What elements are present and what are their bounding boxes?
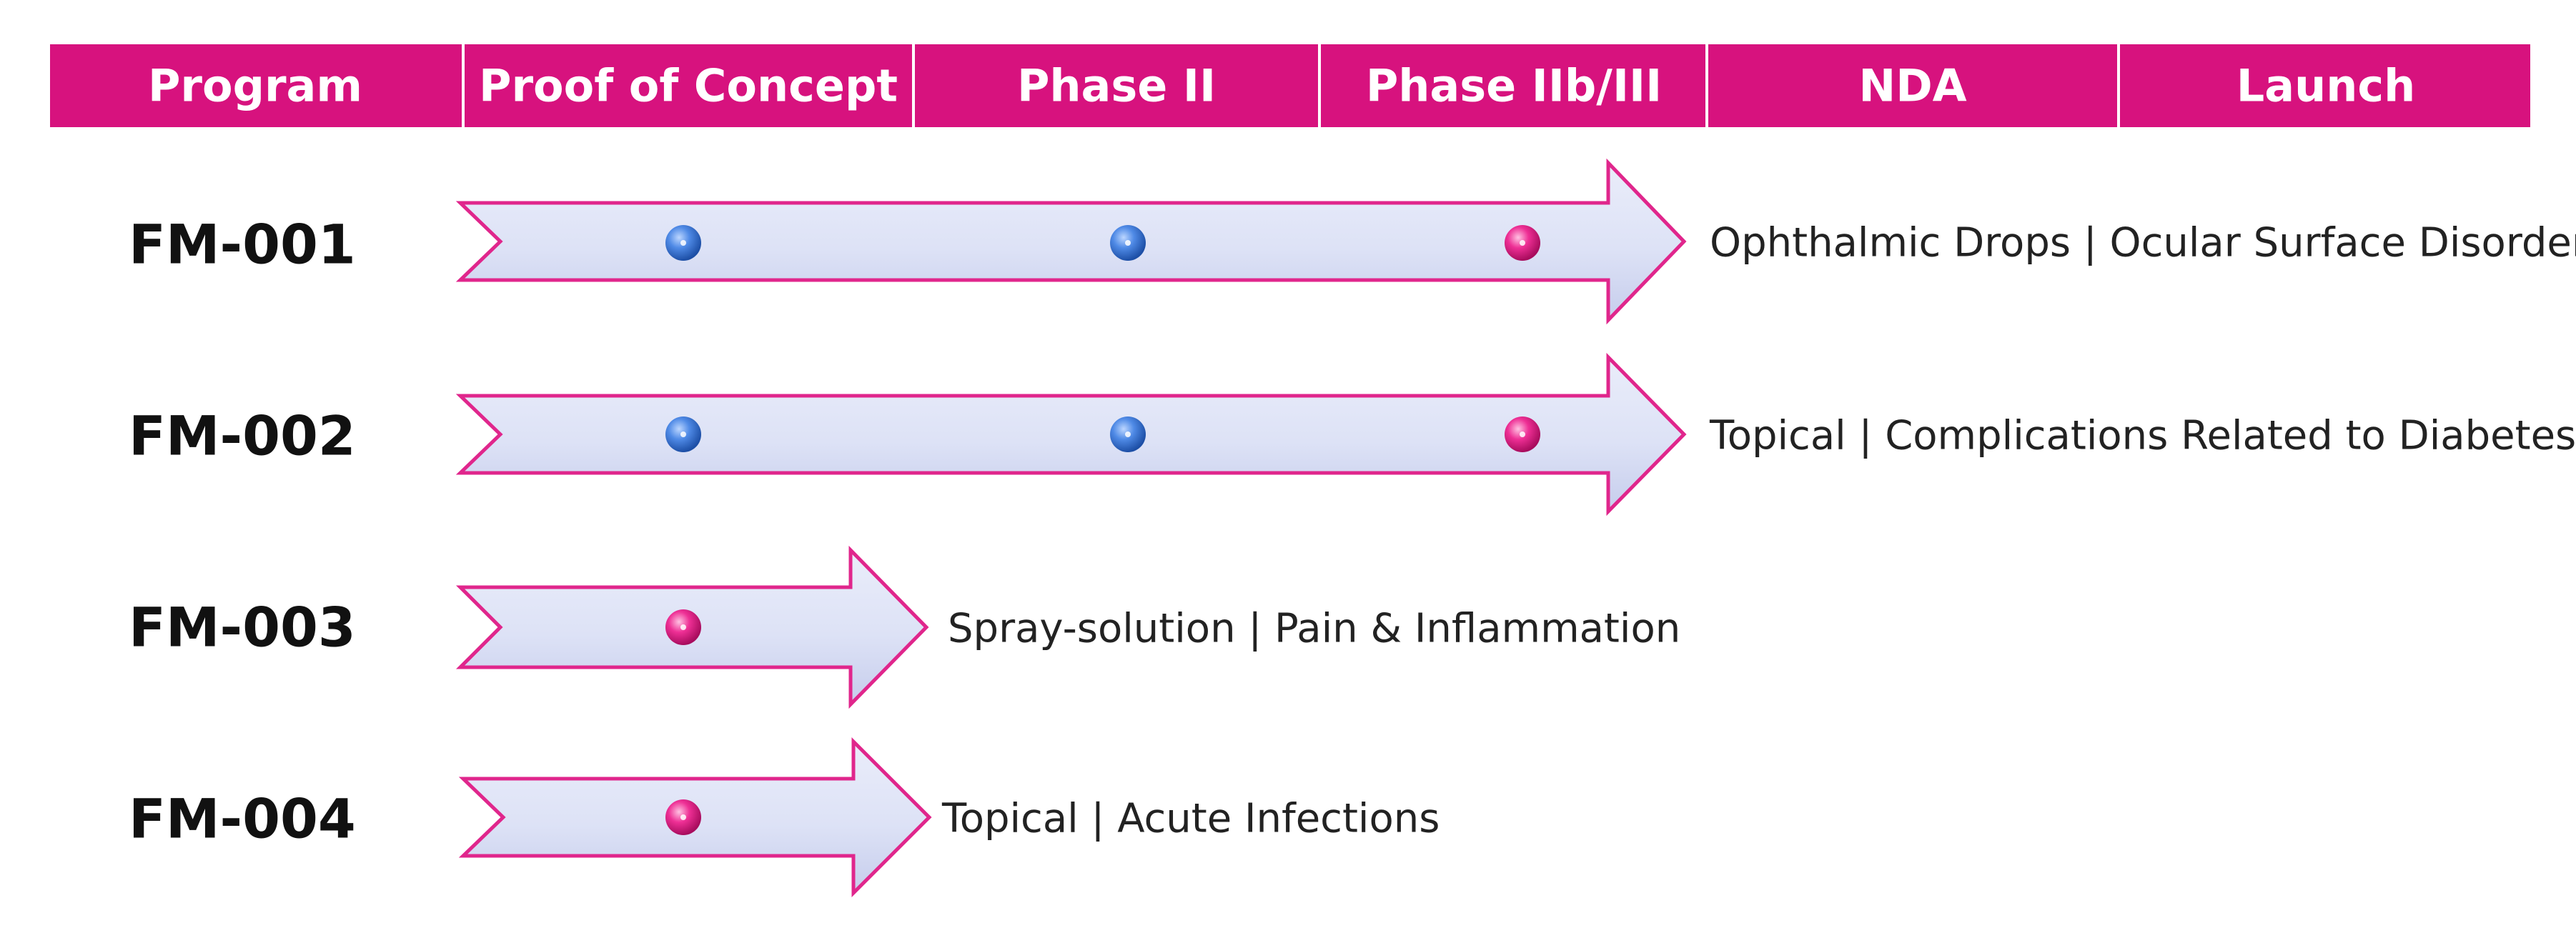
milestone-dot-highlight bbox=[680, 814, 686, 820]
program-row-fm-002: FM-002 Topical | Complications Related t… bbox=[129, 352, 2576, 517]
program-description: Topical | Acute Infections bbox=[941, 796, 1440, 842]
program-row-fm-004: FM-004 Topical | Acute Infections bbox=[129, 737, 1440, 898]
program-row-fm-003: FM-003 Spray-solution | Pain & Inflammat… bbox=[129, 545, 1680, 709]
header-background bbox=[50, 44, 2530, 127]
header-col-phase-iib-iii: Phase IIb/III bbox=[1366, 60, 1662, 112]
milestone-dot-highlight bbox=[1125, 431, 1131, 437]
program-label: FM-004 bbox=[129, 787, 356, 851]
program-description: Ophthalmic Drops | Ocular Surface Disord… bbox=[1710, 220, 2576, 266]
header-dividers bbox=[462, 44, 2120, 127]
header-col-proof-of-concept: Proof of Concept bbox=[479, 60, 898, 112]
milestone-dots bbox=[665, 416, 1540, 452]
milestone-dot-highlight bbox=[680, 431, 686, 437]
milestone-dots bbox=[665, 799, 701, 835]
milestone-dot-highlight bbox=[680, 624, 686, 630]
header-col-program: Program bbox=[148, 60, 362, 112]
program-description: Topical | Complications Related to Diabe… bbox=[1709, 413, 2576, 459]
milestone-dot-highlight bbox=[1125, 240, 1131, 246]
milestone-dot-highlight bbox=[1520, 431, 1525, 437]
milestone-dot-highlight bbox=[1520, 240, 1525, 246]
progress-arrow bbox=[455, 352, 1687, 517]
program-label: FM-003 bbox=[129, 596, 356, 659]
milestone-dots bbox=[665, 609, 701, 645]
program-label: FM-001 bbox=[129, 213, 356, 276]
program-label: FM-002 bbox=[129, 404, 356, 468]
progress-arrow bbox=[455, 158, 1687, 325]
program-row-fm-001: FM-001 Ophthalmic Drops | Ocular Surface… bbox=[129, 158, 2576, 325]
header-bar: Program Proof of Concept Phase II Phase … bbox=[50, 44, 2530, 127]
program-description: Spray-solution | Pain & Inflammation bbox=[948, 606, 1680, 652]
header-col-nda: NDA bbox=[1858, 60, 1966, 112]
milestone-dot-highlight bbox=[680, 240, 686, 246]
header-col-launch: Launch bbox=[2236, 60, 2416, 112]
header-col-phase-ii: Phase II bbox=[1017, 60, 1216, 112]
milestone-dots bbox=[665, 225, 1540, 261]
